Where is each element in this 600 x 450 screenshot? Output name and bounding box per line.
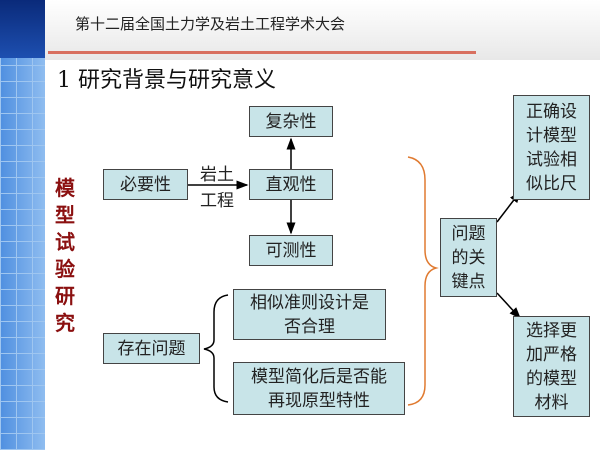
orange-brace [407,156,439,406]
black-brace [203,294,229,403]
slide-title: 1 研究背景与研究意义 [57,68,276,93]
problem-similarity-box: 相似准则设计是否合理 [233,289,386,340]
slide-header [45,0,600,60]
side-label: 模型试验研究 [55,176,75,335]
existing-problems-box: 存在问题 [103,333,200,364]
intuitiveness-box: 直观性 [249,169,333,200]
key-point-box: 问题的关键点 [440,218,497,297]
header-divider [48,51,476,54]
decorative-strip-top [0,0,45,58]
measurability-box: 可测性 [249,235,333,266]
conference-title: 第十二届全国土力学及岩土工程学术大会 [75,15,346,33]
edge-label-engineering: 工程 [200,191,234,211]
solution-material-box: 选择更加严格的模型材料 [513,316,590,417]
problem-simplification-box: 模型简化后是否能再现原型特性 [233,362,405,415]
solution-scale-box: 正确设计模型试验相似比尺 [513,95,590,200]
arrow-to-solution-2 [496,292,522,320]
decorative-side-strip [0,0,45,450]
edge-label-rock: 岩土 [200,165,234,185]
complexity-box: 复杂性 [249,106,333,137]
necessity-box: 必要性 [103,169,188,200]
